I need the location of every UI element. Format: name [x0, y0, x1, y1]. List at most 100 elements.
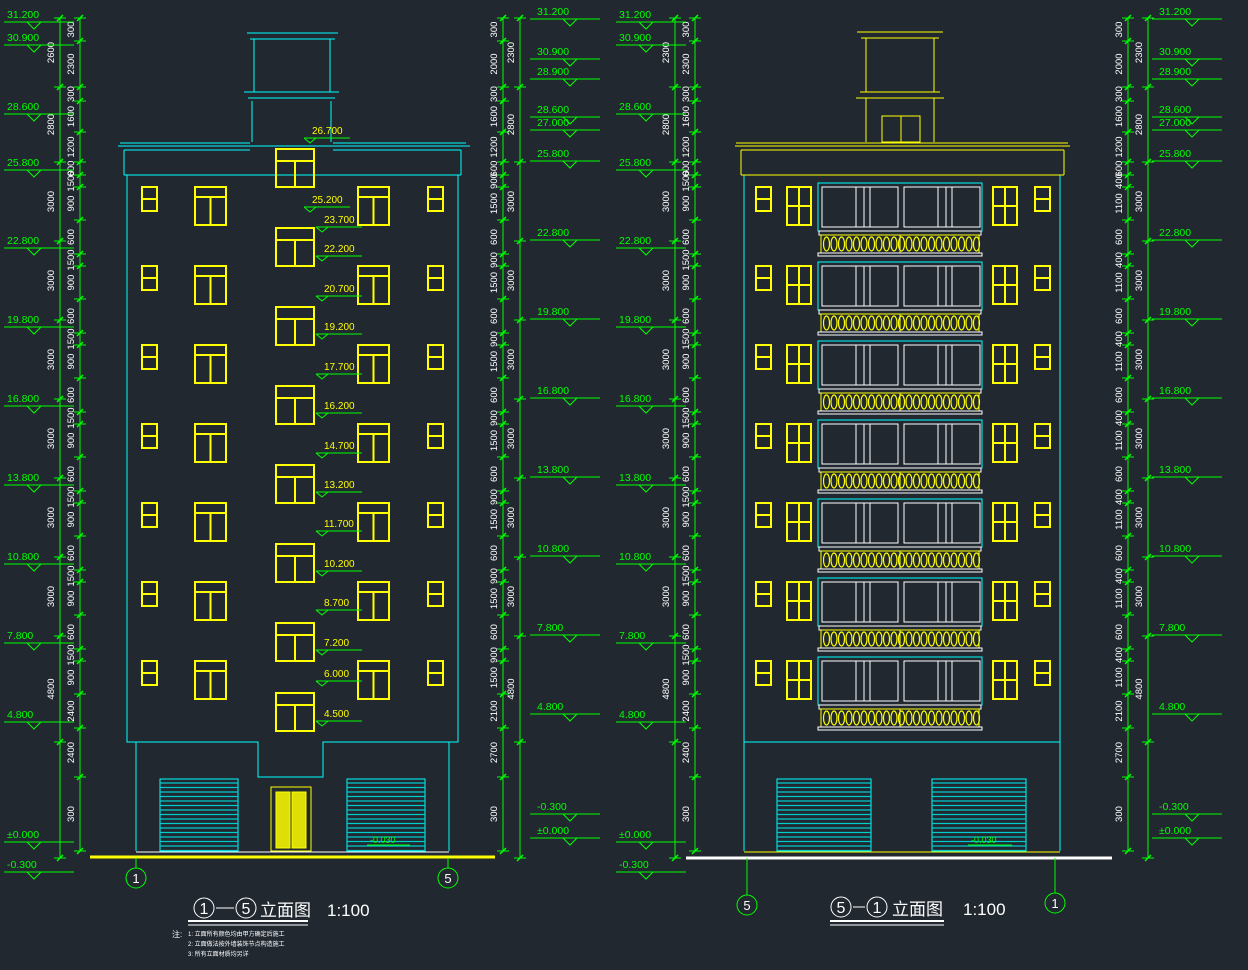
balcony-bay: [817, 498, 983, 573]
balcony-door: [903, 344, 981, 386]
level-triangle: [26, 484, 42, 493]
dimension-slash: [1124, 611, 1132, 619]
level-triangle: [315, 649, 329, 656]
baluster: [935, 710, 943, 726]
dimension-slash: [499, 657, 507, 665]
dimension-value: 600: [489, 624, 500, 640]
dimension-slash: [1124, 578, 1132, 586]
axis-label: 5: [444, 871, 451, 886]
dimension-value: 300: [1114, 86, 1125, 102]
dimension-slash: [499, 420, 507, 428]
dimension-value: 400: [1114, 489, 1125, 505]
dimension-value: 600: [1114, 466, 1125, 482]
dimension-slash: [76, 566, 84, 574]
dimension-slash: [499, 171, 507, 179]
dimension-slash: [1124, 773, 1132, 781]
dimension-slash: [516, 738, 524, 746]
dimension-slash: [1144, 158, 1152, 166]
baluster: [845, 710, 853, 726]
level-triangle: [315, 680, 329, 687]
baluster: [942, 394, 951, 410]
tall-window: [786, 423, 812, 463]
baluster: [845, 394, 853, 410]
balcony-door: [821, 186, 899, 228]
stair-window: [275, 306, 315, 346]
dimension-slash: [56, 553, 64, 561]
dimension-slash: [499, 97, 507, 105]
baluster: [950, 394, 958, 410]
baluster: [882, 236, 891, 252]
dimension-value: 3000: [1134, 428, 1145, 449]
level-label: 28.600: [619, 101, 651, 113]
level-triangle: [638, 563, 654, 572]
dimension-value: 600: [681, 545, 692, 561]
dimension-slash: [76, 773, 84, 781]
dimension-value: 900: [681, 591, 692, 607]
rolling-shutter: [931, 778, 1027, 852]
dimension-slash: [499, 216, 507, 224]
level-triangle: [303, 137, 317, 144]
baluster: [942, 315, 951, 331]
dimension-slash: [516, 474, 524, 482]
level-triangle: [315, 255, 329, 262]
dimension-value: 1500: [66, 486, 77, 507]
baluster: [860, 473, 868, 489]
stair-window: [275, 692, 315, 732]
baluster: [837, 552, 846, 568]
level-triangle: [562, 58, 578, 67]
dimension-slash: [1124, 341, 1132, 349]
baluster: [875, 394, 883, 410]
dimension-slash: [691, 14, 699, 22]
drawing-notes: 注: 1: 立面所有颜色均由甲方确定后施工 2: 立面做法按外墙装饰节点构造施工…: [172, 929, 285, 958]
dimension-value: 1600: [681, 106, 692, 127]
baluster: [905, 236, 913, 252]
dimension-slash: [76, 499, 84, 507]
baluster: [867, 631, 876, 647]
balcony-bay: [817, 182, 983, 257]
dimension-value: 300: [66, 86, 77, 102]
tall-window: [786, 186, 812, 226]
baluster: [935, 631, 943, 647]
baluster: [972, 552, 981, 568]
level-label: 25.800: [537, 148, 569, 160]
baluster: [965, 315, 973, 331]
level-label: 19.800: [619, 314, 651, 326]
dimension-slash: [1124, 83, 1132, 91]
dimension-slash: [76, 83, 84, 91]
small-window: [427, 344, 444, 370]
level-triangle: [315, 333, 329, 340]
baluster: [845, 236, 853, 252]
dimension-value: 300: [1114, 806, 1125, 822]
dimension-slash: [499, 295, 507, 303]
stair-level-label: 6.000: [324, 669, 349, 680]
level-label: 31.200: [537, 6, 569, 18]
level-triangle: [562, 555, 578, 564]
baluster: [965, 236, 973, 252]
drawing-title-right: 5 1 立面图 1:100: [830, 896, 1006, 926]
dimension-slash: [1124, 171, 1132, 179]
small-window: [141, 581, 158, 607]
balcony-slab: [817, 568, 983, 573]
dimension-slash: [1124, 158, 1132, 166]
level-triangle: [638, 326, 654, 335]
dimension-slash: [499, 724, 507, 732]
level-label: 7.800: [537, 622, 563, 634]
baluster: [942, 631, 951, 647]
dimension-value: 3000: [506, 349, 517, 370]
tall-window: [786, 344, 812, 384]
dimension-slash: [1144, 553, 1152, 561]
level-label: 22.800: [537, 227, 569, 239]
dimension-slash: [76, 216, 84, 224]
dimension-slash: [691, 645, 699, 653]
baluster: [912, 236, 921, 252]
dimension-value: 900: [681, 512, 692, 528]
note-line: 1: 立面所有颜色均由甲方确定后施工: [188, 930, 285, 938]
level-label: 30.900: [537, 46, 569, 58]
dimension-value: 1200: [66, 136, 77, 157]
balcony-frame: [817, 261, 983, 311]
small-window: [427, 423, 444, 449]
large-window: [357, 502, 390, 542]
dimension-slash: [1124, 128, 1132, 136]
baluster: [905, 394, 913, 410]
